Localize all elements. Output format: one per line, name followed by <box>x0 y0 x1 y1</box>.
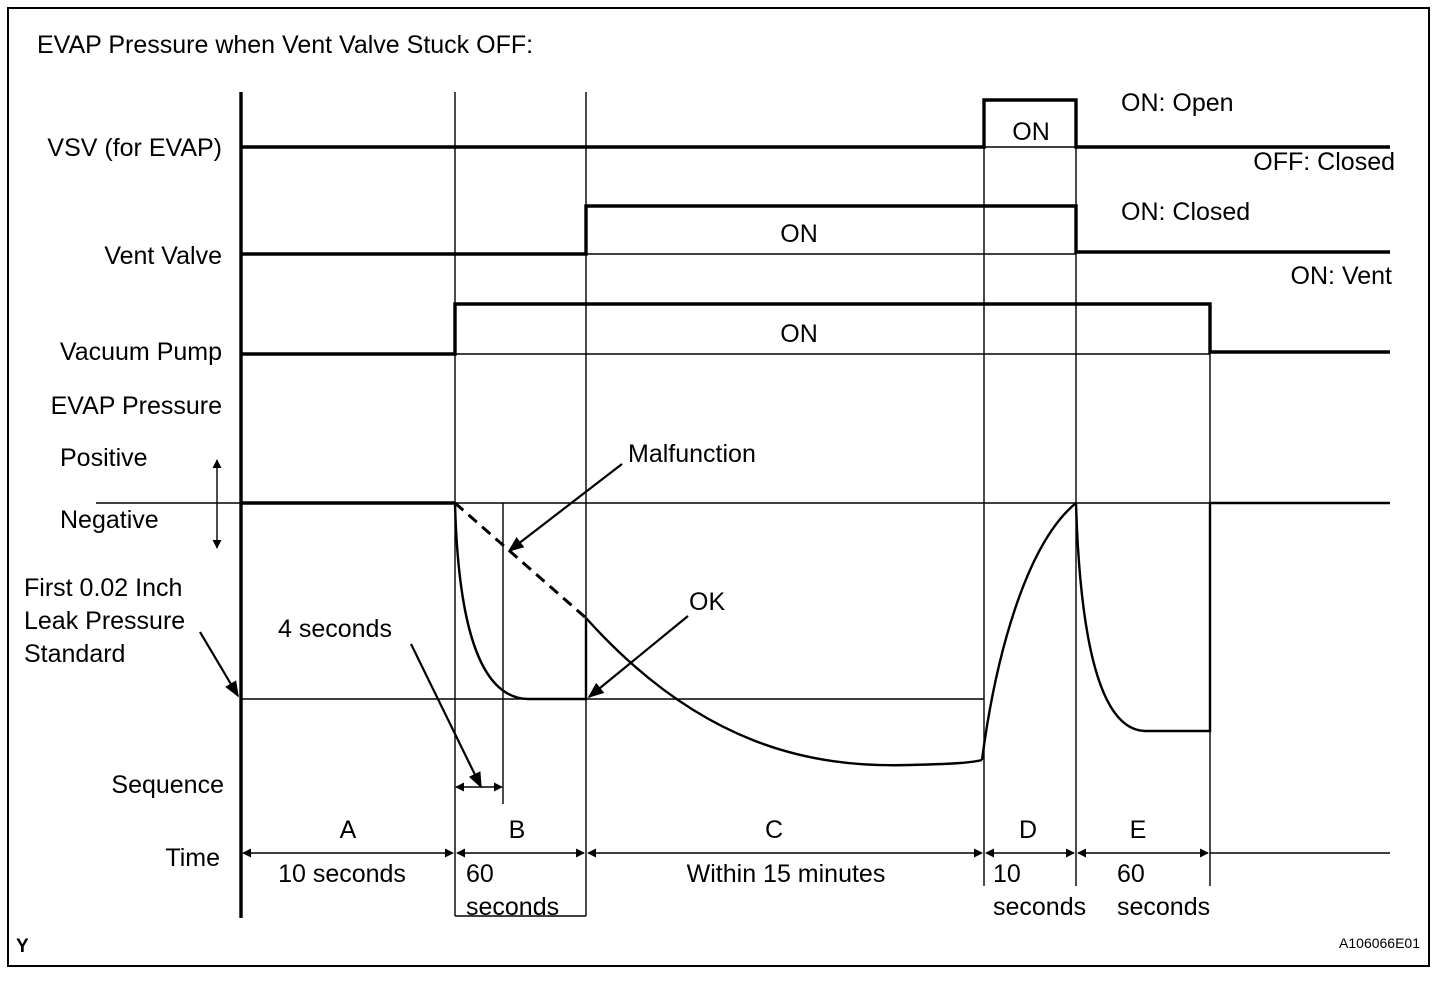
duration-a: 10 seconds <box>278 860 406 888</box>
duration-d-line1: 10 <box>993 860 1021 888</box>
sequence-b-label: B <box>509 816 526 844</box>
diagram-title: EVAP Pressure when Vent Valve Stuck OFF: <box>37 31 533 59</box>
label-leak-standard-3: Standard <box>24 640 125 668</box>
four-seconds-label: 4 seconds <box>278 615 392 643</box>
vsv-off-closed-label: OFF: Closed <box>1253 148 1395 176</box>
duration-b-line1: 60 <box>466 860 494 888</box>
sequence-c-label: C <box>765 816 783 844</box>
diagram-frame <box>7 7 1430 967</box>
vsv-on-label: ON <box>1012 118 1050 146</box>
vacuum-pump-signal-trace <box>241 302 1390 356</box>
duration-b-line2: seconds <box>466 893 559 921</box>
vent-valve-signal-trace <box>241 204 1390 256</box>
vsv-signal-trace <box>241 98 1390 149</box>
label-positive: Positive <box>60 444 148 472</box>
duration-e-line1: 60 <box>1117 860 1145 888</box>
figure-code: A106066E01 <box>1339 935 1420 951</box>
evap-pressure-trace-e <box>1074 501 1390 733</box>
leak-standard-pointer <box>199 631 239 698</box>
label-negative: Negative <box>60 506 159 534</box>
ok-label: OK <box>689 588 725 616</box>
evap-pressure-malfunction-trace <box>454 501 587 620</box>
vsv-on-open-label: ON: Open <box>1121 89 1234 117</box>
evap-pressure-trace-d <box>980 502 1077 761</box>
label-vent-valve: Vent Valve <box>104 242 222 270</box>
label-vsv: VSV (for EVAP) <box>47 134 222 162</box>
malfunction-pointer <box>507 463 623 552</box>
vent-valve-on-label: ON <box>780 220 818 248</box>
label-time: Time <box>165 844 220 872</box>
duration-c: Within 15 minutes <box>687 860 886 888</box>
malfunction-label: Malfunction <box>628 440 756 468</box>
duration-d-line2: seconds <box>993 893 1086 921</box>
sequence-a-label: A <box>340 816 357 844</box>
ok-pointer <box>587 615 689 699</box>
corner-mark: Y <box>16 936 29 957</box>
four-seconds-pointer <box>410 643 482 789</box>
label-leak-standard-1: First 0.02 Inch <box>24 574 182 602</box>
duration-e-line2: seconds <box>1117 893 1210 921</box>
label-leak-standard-2: Leak Pressure <box>24 607 185 635</box>
label-evap-pressure: EVAP Pressure <box>51 392 222 420</box>
vacuum-pump-on-label: ON <box>780 320 818 348</box>
label-sequence: Sequence <box>111 771 224 799</box>
evap-pressure-trace-c <box>585 617 983 767</box>
sequence-d-label: D <box>1019 816 1037 844</box>
sequence-e-label: E <box>1130 816 1147 844</box>
vent-on-vent-label: ON: Vent <box>1291 262 1392 290</box>
evap-pressure-trace-b <box>453 502 588 701</box>
label-vacuum-pump: Vacuum Pump <box>60 338 222 366</box>
vent-on-closed-label: ON: Closed <box>1121 198 1250 226</box>
